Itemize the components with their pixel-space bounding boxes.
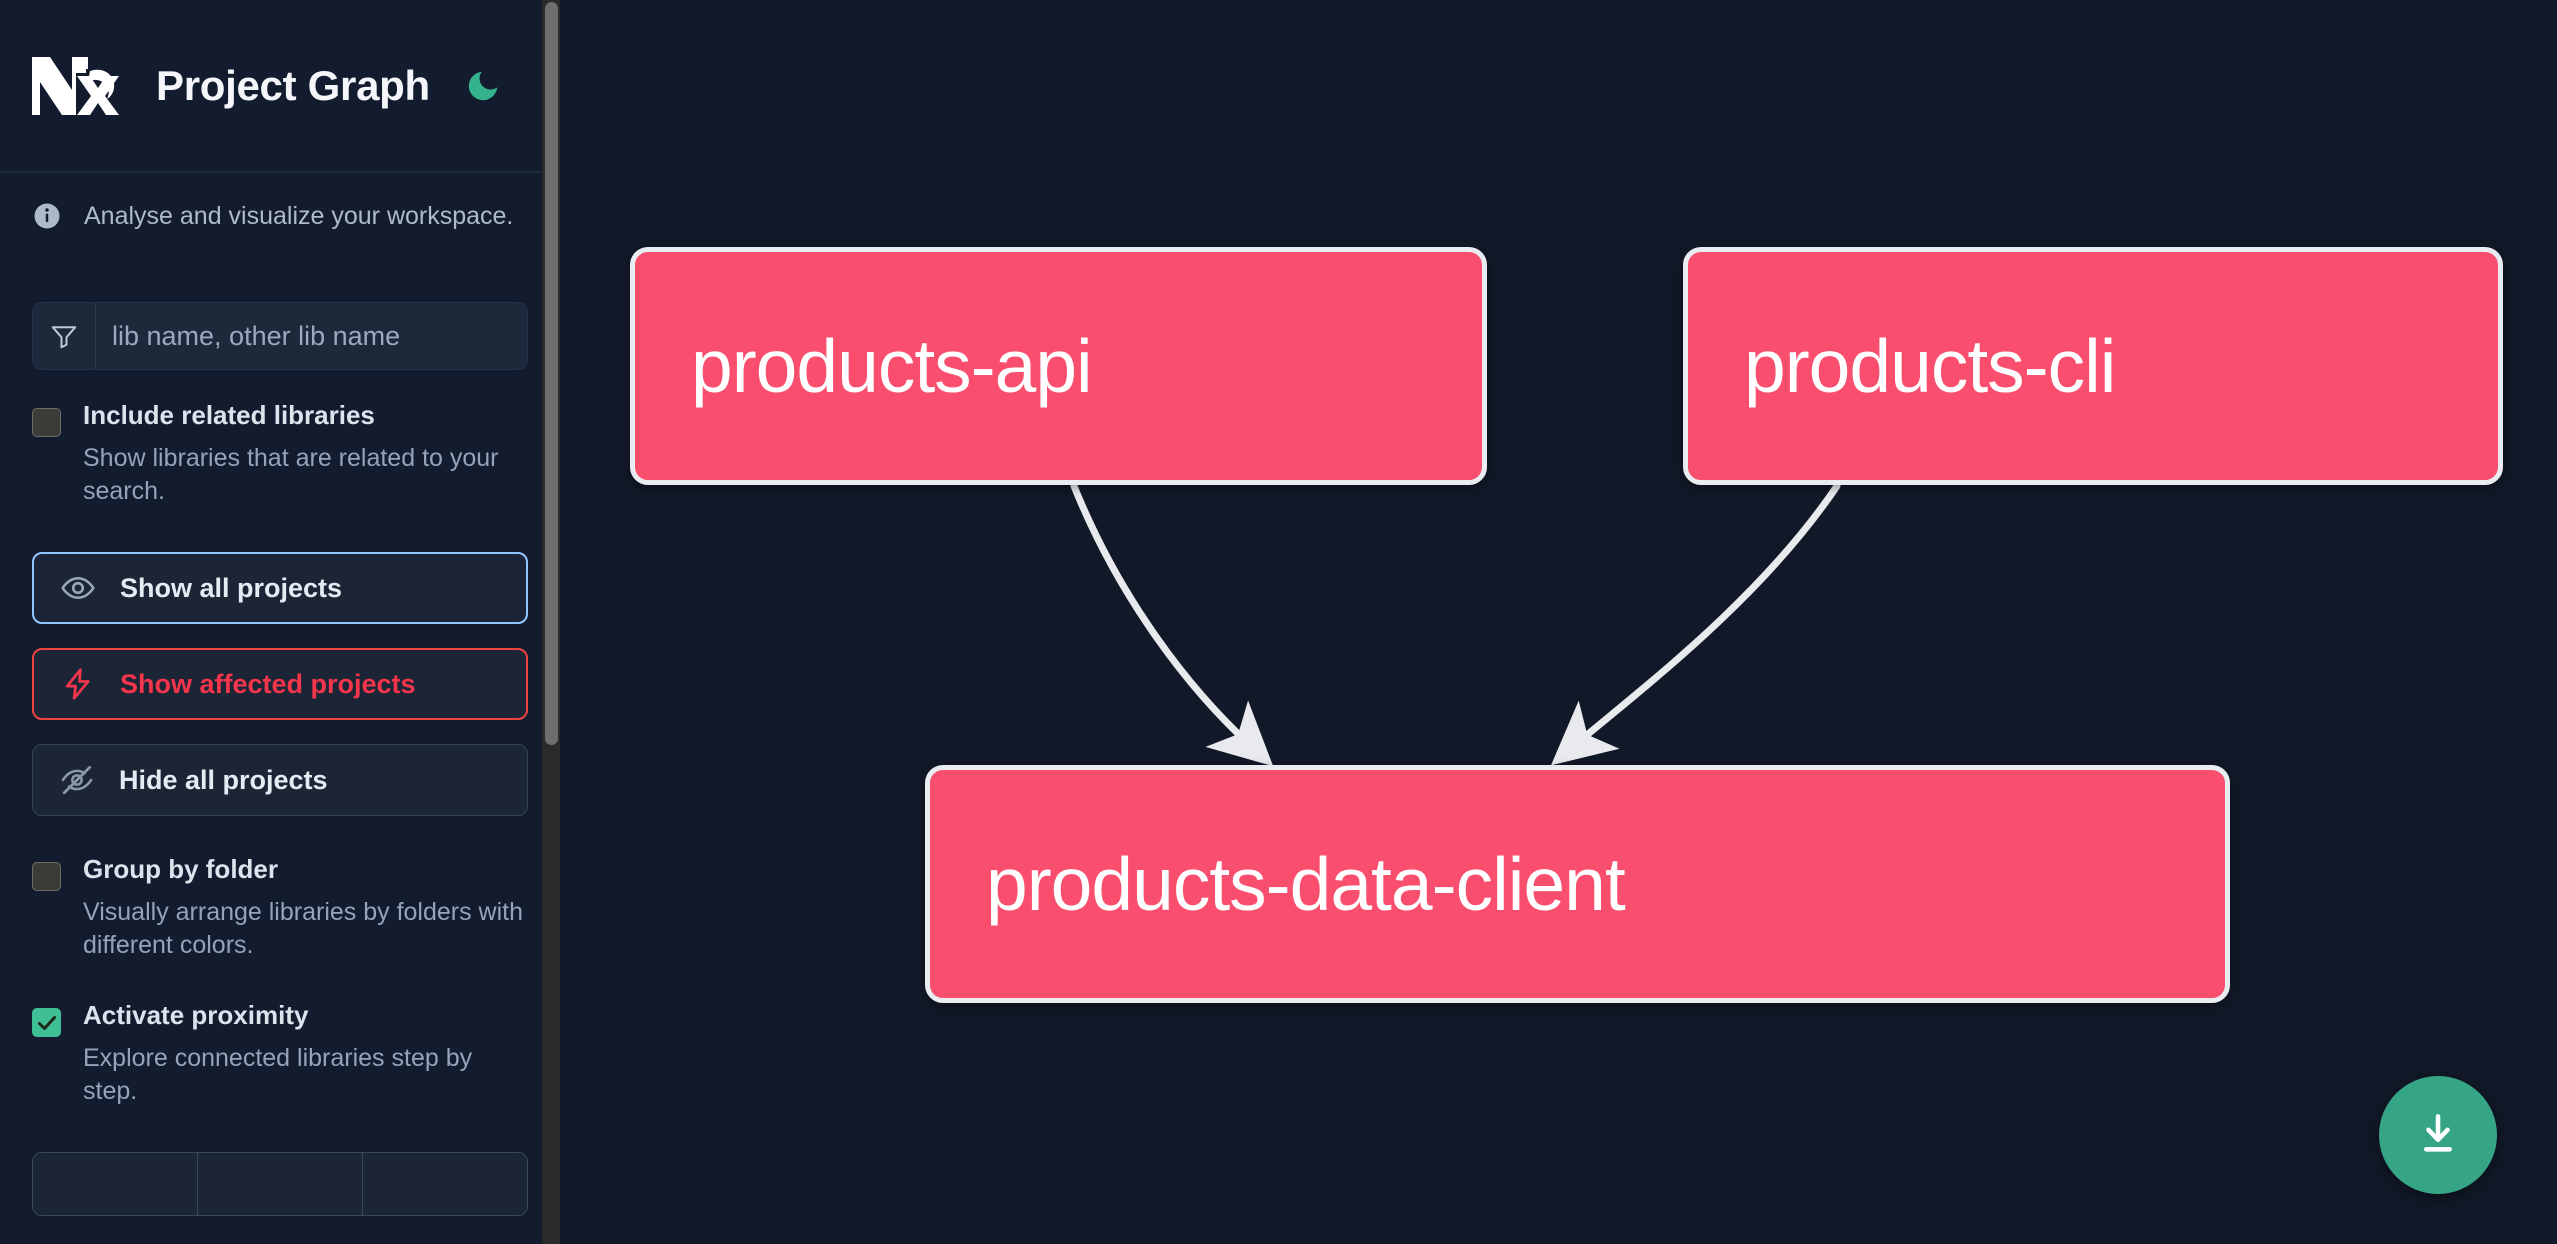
tagline-text: Analyse and visualize your workspace. [84,201,514,230]
graph-node-products-cli[interactable]: products-cli [1683,247,2503,485]
checkbox-label: Activate proximity [83,1000,309,1030]
info-icon [32,201,62,231]
search-input[interactable] [96,303,527,369]
page-title: Project Graph [156,61,430,109]
segment-option-2[interactable] [198,1153,363,1215]
sidebar-scrollbar-thumb[interactable] [545,2,558,745]
checkbox-description: Explore connected libraries step by step… [83,1044,473,1105]
checkbox-label: Include related libraries [83,400,375,430]
graph-node-label: products-api [691,324,1093,408]
checkbox-group-by-folder[interactable]: Group by folder Visually arrange librari… [32,856,528,962]
segment-option-1[interactable] [33,1153,198,1215]
graph-node-label: products-cli [1744,324,2116,408]
graph-node-label: products-data-client [986,842,1626,926]
graph-node-products-api[interactable]: products-api [630,247,1487,485]
edge-products-cli-to-products-data-client [1550,482,1841,766]
segment-option-3[interactable] [363,1153,527,1215]
show-affected-projects-button[interactable]: Show affected projects [32,648,528,720]
checkbox-text: Group by folder Visually arrange librari… [83,856,528,962]
nx-logo-icon [30,53,122,119]
tagline: Analyse and visualize your workspace. [32,181,528,251]
checkbox-box[interactable] [32,1008,61,1037]
search-row [32,302,528,370]
sidebar-scrollbar-track[interactable] [542,0,560,1244]
show-all-projects-button[interactable]: Show all projects [32,552,528,624]
show-all-projects-label: Show all projects [120,572,343,603]
checkbox-description: Visually arrange libraries by folders wi… [83,898,524,959]
edge-products-api-to-products-data-client [1070,482,1274,767]
eye-off-icon [59,762,95,798]
checkbox-box[interactable] [32,862,61,891]
hide-all-projects-label: Hide all projects [119,764,328,795]
moon-icon[interactable] [460,63,506,109]
checkbox-activate-proximity[interactable]: Activate proximity Explore connected lib… [32,1002,528,1108]
checkbox-label: Group by folder [83,854,278,884]
hide-all-projects-button[interactable]: Hide all projects [32,744,528,816]
checkbox-text: Include related libraries Show libraries… [83,402,528,508]
lightning-icon [60,666,96,702]
graph-edges [1070,482,1841,767]
checkbox-box[interactable] [32,408,61,437]
show-affected-projects-label: Show affected projects [120,668,416,699]
sidebar-body: Analyse and visualize your workspace. In… [0,181,560,1216]
checkbox-description: Show libraries that are related to your … [83,444,499,505]
sidebar-header: Project Graph [0,0,560,173]
download-icon [2424,1114,2452,1152]
sidebar: Project Graph Analyse and visualize your… [0,0,560,1244]
segmented-control[interactable] [32,1152,528,1216]
checkbox-include-related-libraries[interactable]: Include related libraries Show libraries… [32,402,528,508]
check-icon [37,1015,56,1030]
download-button[interactable] [2379,1076,2497,1194]
filter-icon [33,303,96,369]
graph-canvas[interactable]: products-api products-cli products-data-… [560,0,2557,1244]
graph-node-products-data-client[interactable]: products-data-client [925,765,2230,1003]
eye-icon [60,570,96,606]
checkbox-text: Activate proximity Explore connected lib… [83,1002,528,1108]
